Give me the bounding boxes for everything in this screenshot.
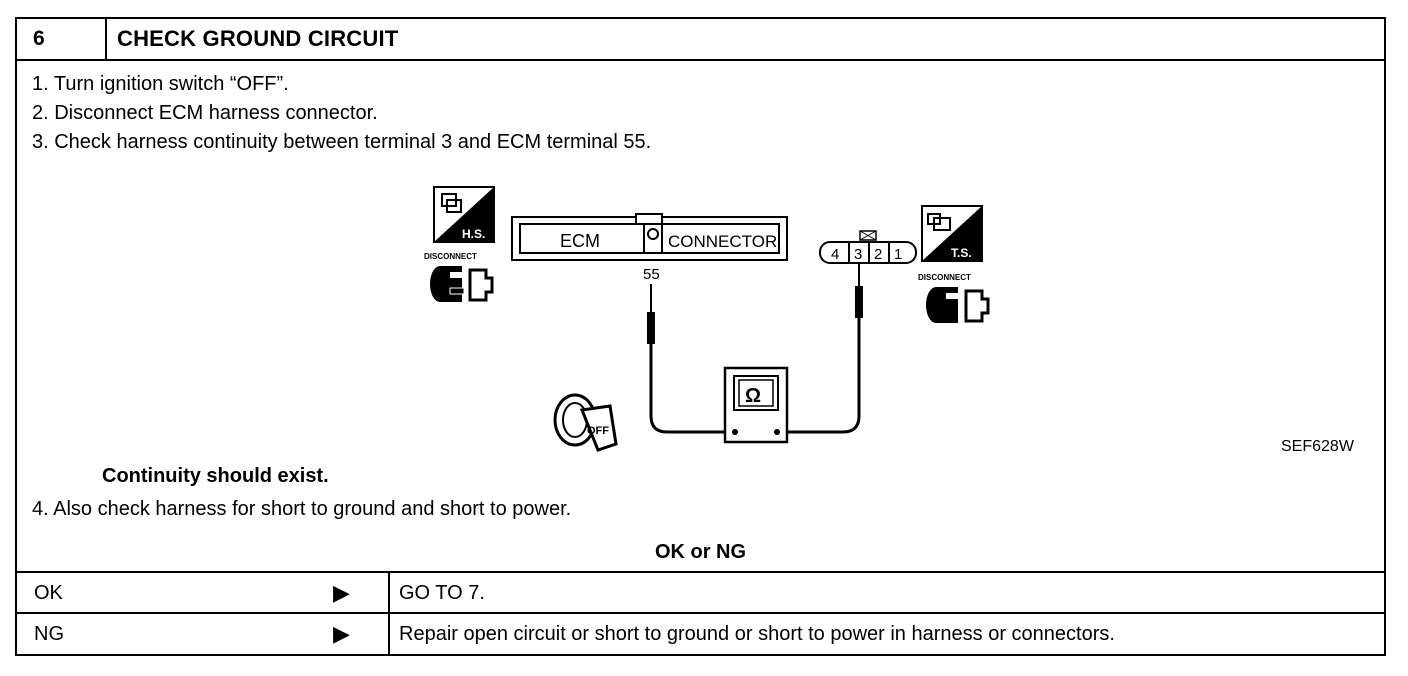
expected-result: Continuity should exist. bbox=[102, 465, 329, 487]
harness-side-icon: H.S. bbox=[433, 186, 495, 243]
outcome-label: OK bbox=[34, 582, 63, 604]
ok-ng-label: OK or NG bbox=[654, 541, 747, 563]
harness-terminal-3: 3 bbox=[854, 246, 862, 263]
harness-terminal-4: 4 bbox=[831, 246, 839, 263]
harness-terminal-2: 2 bbox=[874, 246, 882, 263]
arrow-right-icon: ▶ bbox=[333, 621, 350, 646]
ecm-label: ECM bbox=[560, 231, 600, 251]
right-badge-label: T.S. bbox=[951, 246, 972, 260]
ok-ng-row: OK or NG bbox=[17, 533, 1384, 573]
harness-connector: 4 3 2 1 bbox=[819, 230, 917, 264]
ohmmeter-icon: Ω bbox=[723, 366, 789, 444]
outcome-row-ok: OK ▶ GO TO 7. bbox=[17, 573, 1384, 614]
outcome-action: GO TO 7. bbox=[399, 582, 485, 604]
key-off-label: OFF bbox=[587, 425, 609, 437]
figure-id: SEF628W bbox=[1281, 438, 1354, 455]
ohm-symbol: Ω bbox=[745, 385, 761, 407]
harness-terminal-1: 1 bbox=[894, 246, 902, 263]
ecm-connector: ECM CONNECTOR bbox=[511, 213, 788, 261]
outcome-label: NG bbox=[34, 623, 64, 645]
instruction-4: 4. Also check harness for short to groun… bbox=[32, 498, 572, 520]
right-disconnect-icon bbox=[926, 287, 990, 323]
outcome-action: Repair open circuit or short to ground o… bbox=[399, 623, 1115, 645]
step-header: 6 CHECK GROUND CIRCUIT bbox=[17, 19, 1384, 61]
step-number: 6 bbox=[17, 19, 107, 59]
ecm-terminal-number: 55 bbox=[643, 266, 660, 283]
column-divider bbox=[388, 573, 390, 612]
left-disconnect-icon bbox=[430, 266, 494, 302]
connector-label: CONNECTOR bbox=[668, 232, 777, 251]
outcome-row-ng: NG ▶ Repair open circuit or short to gro… bbox=[17, 614, 1384, 655]
instruction-3: 3. Check harness continuity between term… bbox=[32, 131, 652, 153]
step-title: CHECK GROUND CIRCUIT bbox=[117, 26, 399, 51]
circuit-diagram: H.S. DISCONNECT ECM CONNECTOR 55 bbox=[424, 186, 990, 452]
arrow-right-icon: ▶ bbox=[333, 580, 350, 605]
instruction-2: 2. Disconnect ECM harness connector. bbox=[32, 102, 378, 124]
left-disconnect-label: DISCONNECT bbox=[424, 252, 477, 261]
left-badge-label: H.S. bbox=[462, 227, 485, 241]
right-disconnect-label: DISCONNECT bbox=[918, 273, 971, 282]
ignition-key-icon: OFF bbox=[553, 393, 618, 452]
procedure-table: 6 CHECK GROUND CIRCUIT 1. Turn ignition … bbox=[15, 17, 1386, 656]
instruction-list: 1. Turn ignition switch “OFF”. 2. Discon… bbox=[32, 70, 651, 157]
terminal-side-icon: T.S. bbox=[921, 205, 983, 262]
column-divider bbox=[388, 614, 390, 655]
test-leads bbox=[647, 264, 863, 434]
instruction-1: 1. Turn ignition switch “OFF”. bbox=[32, 73, 289, 95]
